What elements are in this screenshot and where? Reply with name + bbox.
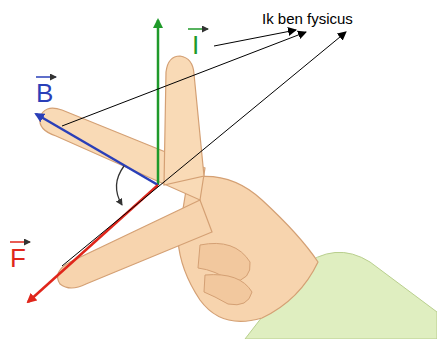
current-vector xyxy=(157,20,160,185)
vector-sign xyxy=(36,76,56,78)
current-symbol: I xyxy=(192,32,199,58)
note-text: Ik ben fysicus xyxy=(262,11,353,26)
vector-sign xyxy=(188,28,208,30)
middle-finger xyxy=(58,200,212,288)
leader-line xyxy=(214,30,296,46)
vector-sign xyxy=(10,241,30,243)
force-symbol: F xyxy=(10,245,26,271)
field-symbol: B xyxy=(36,80,53,106)
rotation-arrow xyxy=(116,166,124,205)
curled-finger xyxy=(204,275,252,305)
leader-line xyxy=(62,32,346,266)
field-vector xyxy=(36,114,158,185)
leader-line xyxy=(62,32,306,126)
